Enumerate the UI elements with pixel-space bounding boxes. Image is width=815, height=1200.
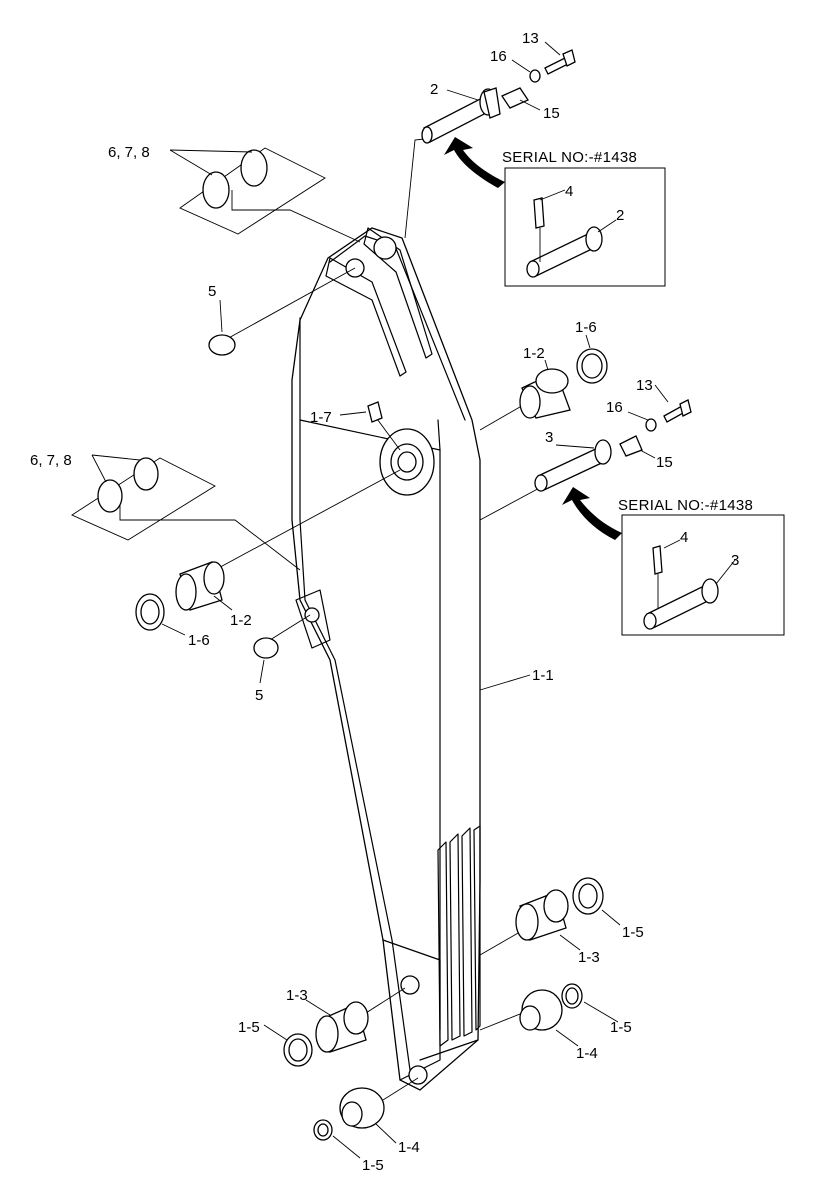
snap-ring-5-top bbox=[208, 334, 236, 356]
label-1-5-left: 1-5 bbox=[238, 1019, 260, 1036]
label-13-mid: 13 bbox=[636, 377, 653, 394]
washer-16-top bbox=[529, 69, 541, 83]
label-2-top: 2 bbox=[430, 81, 438, 98]
label-1-3-left: 1-3 bbox=[286, 987, 308, 1004]
label-678-mid: 6, 7, 8 bbox=[30, 452, 72, 469]
bushing-1-3-right bbox=[515, 889, 569, 941]
label-1-2-right: 1-2 bbox=[523, 345, 545, 362]
label-pointers bbox=[91, 41, 736, 1159]
label-16-top: 16 bbox=[490, 48, 507, 65]
snap-ring-5-left bbox=[253, 637, 279, 659]
bolt-13-top bbox=[544, 49, 576, 75]
collar-1-4-left bbox=[339, 1087, 385, 1129]
ring-1-6-left bbox=[135, 593, 165, 631]
arrow-mid bbox=[562, 487, 622, 540]
ring-1-5-top-right bbox=[572, 877, 604, 915]
bushing-1-2-right bbox=[519, 368, 571, 419]
bushing-1-3-left bbox=[315, 1001, 369, 1053]
arm-body bbox=[291, 227, 481, 1091]
label-1-5-bottom: 1-5 bbox=[362, 1157, 384, 1174]
label-3-box: 3 bbox=[731, 552, 739, 569]
plate-15-mid bbox=[619, 435, 643, 457]
pin-3-mid bbox=[534, 439, 612, 492]
label-1-4-left: 1-4 bbox=[398, 1139, 420, 1156]
washer-16-mid bbox=[645, 418, 657, 432]
label-15-mid: 15 bbox=[656, 454, 673, 471]
label-13-top: 13 bbox=[522, 30, 539, 47]
ring-1-5-left bbox=[283, 1033, 313, 1067]
label-1-1: 1-1 bbox=[532, 667, 554, 684]
label-1-5-right: 1-5 bbox=[610, 1019, 632, 1036]
label-2-box: 2 bbox=[616, 207, 624, 224]
label-15-top: 15 bbox=[543, 105, 560, 122]
label-1-2-left: 1-2 bbox=[230, 612, 252, 629]
shim-panel-top bbox=[179, 147, 326, 235]
label-5-top: 5 bbox=[208, 283, 216, 300]
label-1-6-left: 1-6 bbox=[188, 632, 210, 649]
label-4-mid: 4 bbox=[680, 529, 688, 546]
serial-label-top: SERIAL NO:-#1438 bbox=[502, 149, 637, 166]
label-3-mid: 3 bbox=[545, 429, 553, 446]
label-4-top: 4 bbox=[565, 183, 573, 200]
plate-15-top bbox=[501, 87, 529, 109]
arrow-top bbox=[444, 137, 505, 188]
ring-1-5-right bbox=[561, 983, 583, 1009]
label-1-4-right: 1-4 bbox=[576, 1045, 598, 1062]
label-1-7: 1-7 bbox=[310, 409, 332, 426]
label-16-mid: 16 bbox=[606, 399, 623, 416]
label-1-3-right: 1-3 bbox=[578, 949, 600, 966]
label-1-6-right: 1-6 bbox=[575, 319, 597, 336]
grease-nipple-1-7 bbox=[367, 401, 383, 423]
serial-box-top bbox=[504, 167, 666, 287]
ring-1-5-bottom bbox=[313, 1119, 333, 1141]
serial-label-mid: SERIAL NO:-#1438 bbox=[618, 497, 753, 514]
serial-box-mid bbox=[621, 514, 785, 636]
bushing-1-2-left bbox=[175, 561, 225, 611]
label-1-5-top-right: 1-5 bbox=[622, 924, 644, 941]
label-678-top: 6, 7, 8 bbox=[108, 144, 150, 161]
label-5-left: 5 bbox=[255, 687, 263, 704]
shim-panel-mid bbox=[71, 457, 216, 541]
bolt-13-mid bbox=[663, 399, 692, 423]
pin-2-top bbox=[421, 87, 501, 144]
collar-1-4-right bbox=[519, 989, 563, 1031]
ring-1-6-right bbox=[576, 348, 608, 384]
